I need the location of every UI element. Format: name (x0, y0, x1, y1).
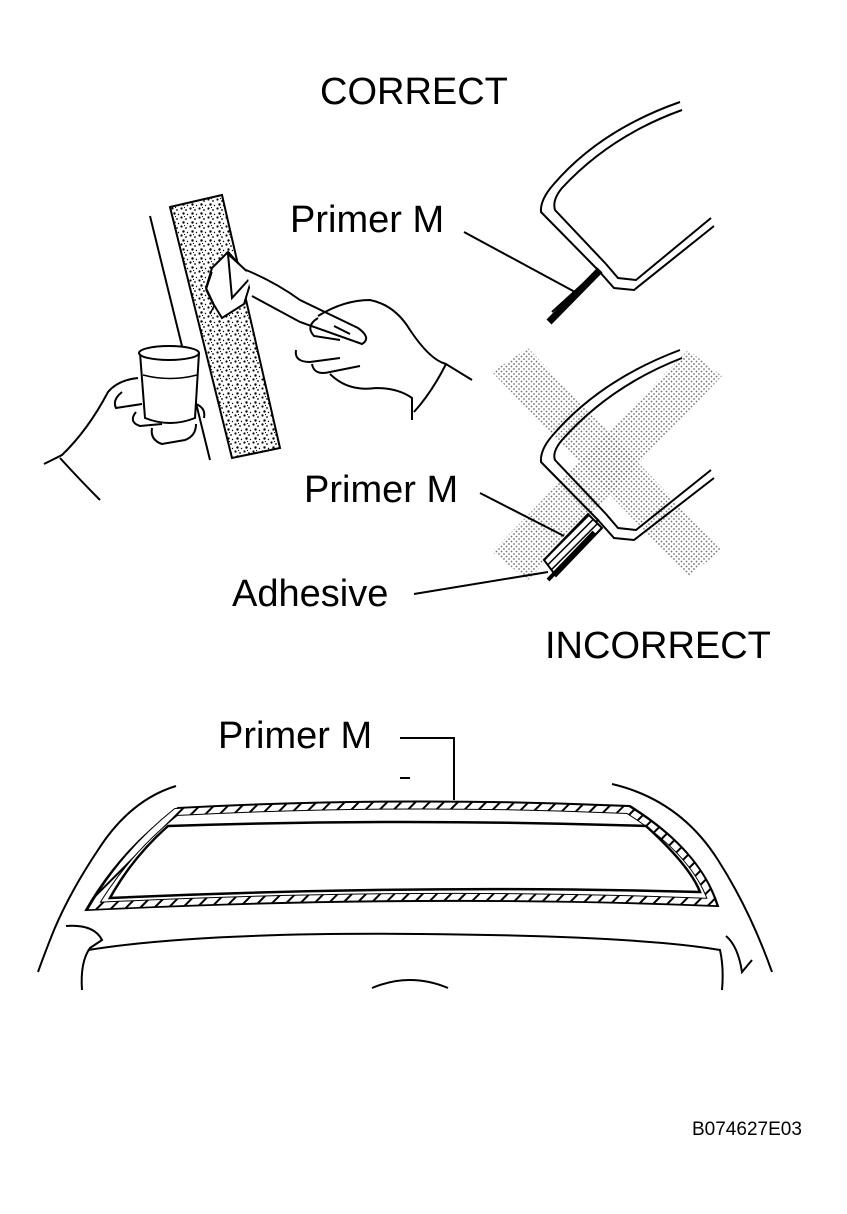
trunk-edge (87, 932, 724, 991)
correct-cross-section (463, 101, 715, 325)
leader-primer-incorrect (479, 492, 565, 537)
primer-label-correct: Primer M (290, 199, 444, 241)
primer-band-window (88, 802, 717, 910)
body-right-contour (611, 783, 773, 973)
left-hand (43, 377, 139, 465)
adhesive-on-primer (542, 512, 604, 578)
primer-layer-correct (546, 267, 603, 325)
figure-code: B074627E03 (692, 1119, 802, 1140)
primer-cup (138, 345, 200, 424)
body-left-contour (37, 785, 177, 973)
primer-label-window: Primer M (218, 715, 372, 757)
leader-adhesive (413, 571, 549, 595)
body-panel-edge (149, 215, 211, 461)
brush-application-illustration (43, 193, 473, 501)
incorrect-label: INCORRECT (545, 625, 771, 667)
brush-icon (204, 250, 368, 346)
adhesive-label: Adhesive (232, 573, 388, 615)
primer-layer-incorrect (546, 530, 596, 582)
leader-primer-window (400, 737, 455, 800)
flange-surface (168, 193, 282, 460)
incorrect-cross-section (413, 348, 722, 595)
cross-out-x-icon (492, 348, 722, 580)
rear-window-illustration (37, 737, 773, 991)
primer-label-incorrect: Primer M (304, 469, 458, 511)
leader-primer-correct (463, 231, 576, 293)
correct-label: CORRECT (320, 71, 508, 113)
right-hand (317, 298, 473, 381)
